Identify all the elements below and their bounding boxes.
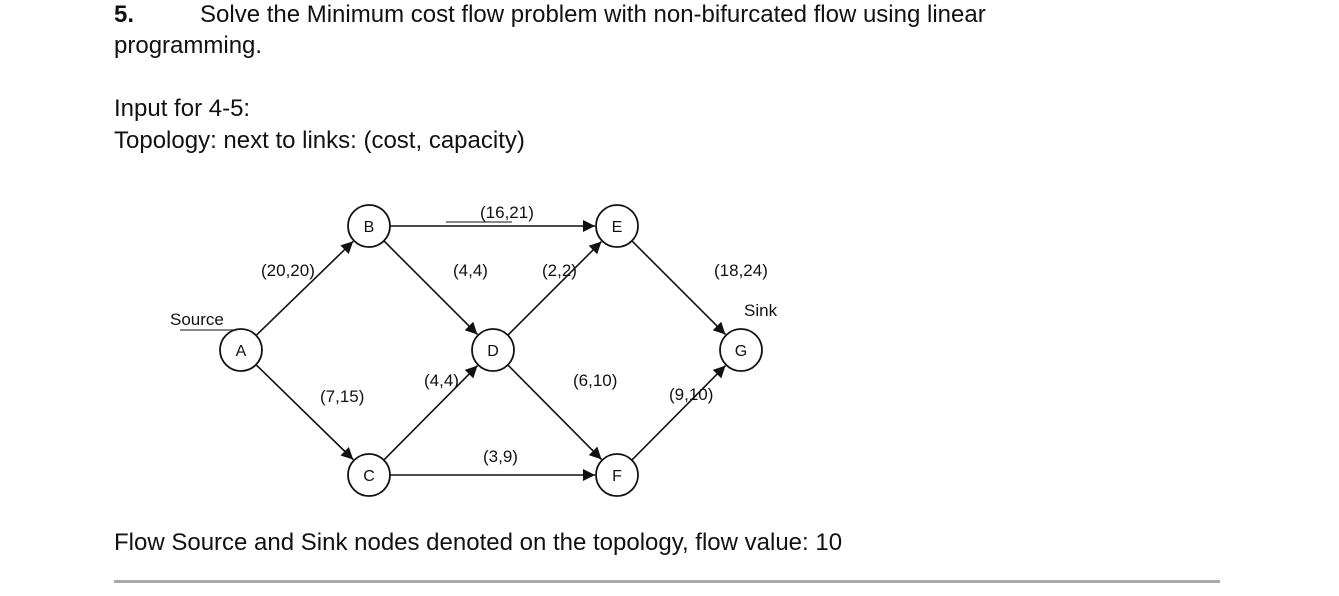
edge-label-b-e: (16,21)	[480, 203, 534, 222]
node-label-b: B	[364, 219, 375, 236]
node-g	[719, 328, 763, 372]
node-f	[595, 453, 639, 497]
node-d	[471, 328, 515, 372]
edge-label-f-g: (9,10)	[669, 385, 713, 404]
edge-e-g	[631, 240, 727, 336]
question-text-line-1: Solve the Minimum cost flow problem with…	[200, 1, 986, 28]
edge-d-e	[507, 240, 603, 336]
edge-a-b	[255, 240, 354, 336]
node-label-e: E	[612, 219, 623, 236]
node-b	[347, 204, 391, 248]
edge-label-c-d: (4,4)	[424, 371, 459, 390]
question-line-1: 5. Solve the Minimum cost flow problem wi…	[114, 0, 986, 30]
edge-d-f	[507, 364, 603, 460]
node-label-c: C	[363, 468, 375, 485]
flow-description: Flow Source and Sink nodes denoted on th…	[114, 529, 843, 556]
node-label-f: F	[612, 468, 622, 485]
input-heading: Input for 4-5:	[114, 95, 251, 122]
edge-c-d	[383, 365, 479, 461]
edge-label-d-f: (6,10)	[573, 371, 617, 390]
divider	[114, 580, 1220, 583]
sink-label: Sink	[744, 301, 778, 320]
source-label: Source	[170, 310, 224, 329]
network-topology-diagram: (20,20) (7,15) (16,21) (4,4) (4,4) (3,9) (2,2)…	[170, 203, 778, 497]
edge-f-g	[631, 365, 727, 461]
edge-label-e-g: (18,24)	[714, 261, 768, 280]
edge-label-c-f: (3,9)	[483, 447, 518, 466]
question-number: 5.	[114, 1, 135, 28]
edge-label-d-e: (2,2)	[542, 261, 577, 280]
edge-label-a-b: (20,20)	[261, 261, 315, 280]
node-label-a: A	[236, 343, 247, 360]
node-label-d: D	[487, 343, 499, 360]
node-e	[595, 204, 639, 248]
edge-a-c	[255, 364, 354, 461]
node-c	[347, 453, 391, 497]
topology-caption: Topology: next to links: (cost, capacity…	[114, 127, 525, 154]
question-text-line-2: programming.	[114, 32, 263, 59]
edge-label-a-c: (7,15)	[320, 387, 364, 406]
node-a	[219, 328, 263, 372]
edge-label-b-d: (4,4)	[453, 261, 488, 280]
edge-b-d	[383, 240, 479, 336]
node-label-g: G	[735, 343, 747, 360]
